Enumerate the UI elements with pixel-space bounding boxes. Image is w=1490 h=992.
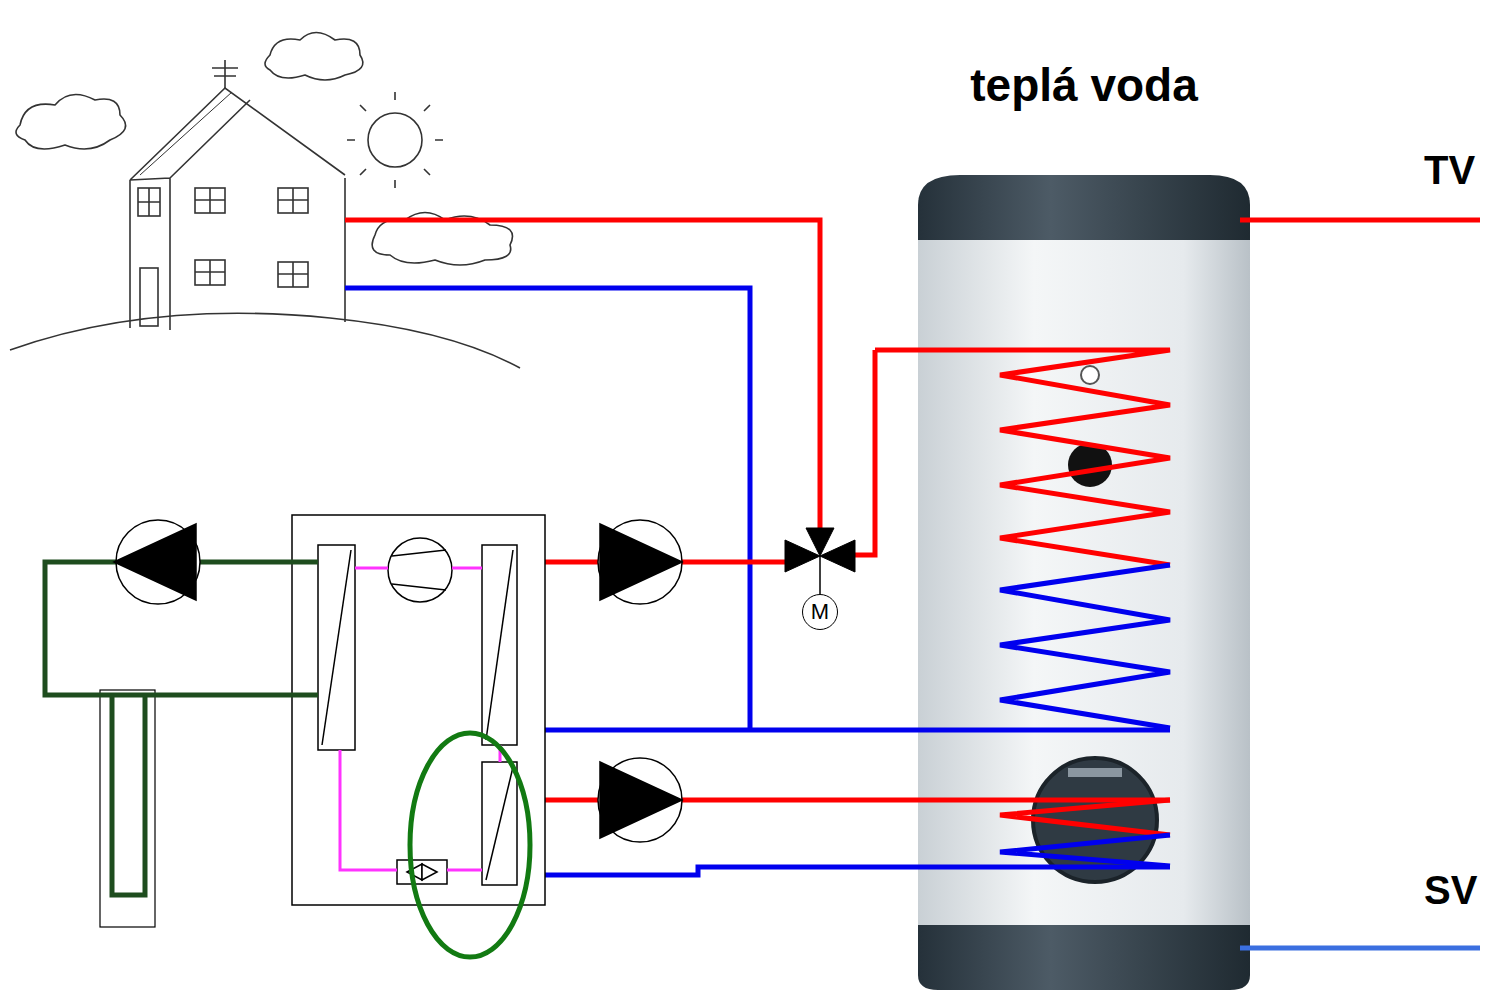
circulation-pumps [114, 520, 682, 842]
motor-letter: M [811, 600, 829, 624]
three-way-valve [785, 528, 855, 594]
motor-symbol: M [802, 594, 838, 630]
heat-pump-unit [292, 515, 545, 905]
tank-coils [875, 350, 1170, 866]
refrigerant-lines [340, 568, 500, 870]
house-sketch [10, 33, 520, 369]
heating-pipes [345, 220, 1480, 948]
heading-text: teplá voda [970, 60, 1198, 111]
outlet-label: TV [1424, 148, 1475, 193]
highlight-ellipse [410, 733, 530, 957]
inlet-label: SV [1424, 868, 1477, 913]
tank-heading: teplá voda [913, 60, 1255, 120]
ground-loop [45, 562, 318, 927]
